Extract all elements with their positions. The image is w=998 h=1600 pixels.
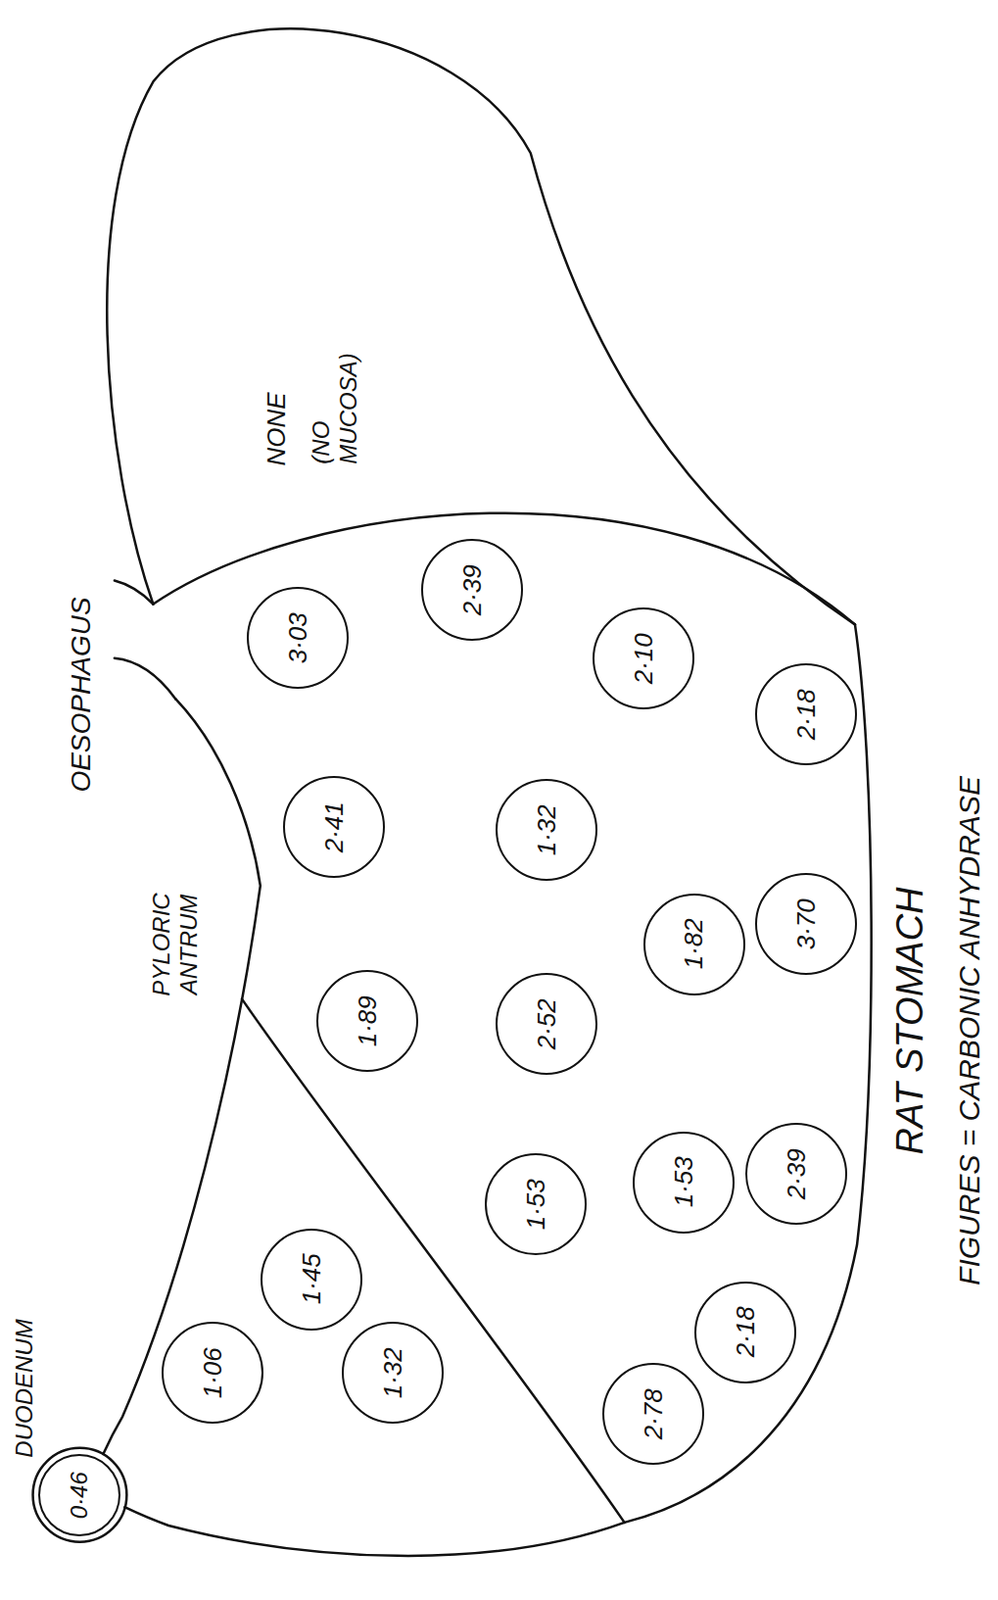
sample-circle: 1·82: [643, 893, 746, 996]
enzyme-value: 2·39: [458, 564, 487, 616]
region-label: (NO MUCOSA): [307, 352, 362, 464]
enzyme-value: 2·39: [781, 1147, 810, 1199]
region-label: PYLORIC ANTRUM: [148, 892, 203, 996]
region-label: NONE: [262, 391, 292, 466]
sample-circle: 2·18: [694, 1281, 797, 1383]
diagram-title: RAT STOMACH: [890, 886, 934, 1154]
sample-circle: 2·10: [592, 607, 695, 710]
enzyme-value: 2·18: [730, 1306, 760, 1358]
enzyme-value: 0·46: [66, 1471, 93, 1519]
sample-circle: 3·03: [246, 586, 349, 689]
enzyme-value: 2·41: [319, 801, 348, 853]
forestomach-outline: [106, 28, 856, 624]
enzyme-value: 1·45: [296, 1252, 326, 1304]
enzyme-value: 2·10: [629, 632, 659, 684]
sample-circle: 1·32: [495, 778, 598, 881]
duodenum-ring: [33, 1447, 128, 1542]
sample-circle: 1·06: [161, 1321, 264, 1424]
sample-circle: 1·53: [632, 1131, 735, 1234]
sample-circle: 1·32: [341, 1321, 444, 1424]
lesser-curvature: [102, 698, 260, 1454]
sample-circle: 2·39: [421, 538, 523, 641]
region-label: OESOPHAGUS: [65, 596, 97, 792]
sample-circle: 2·78: [602, 1362, 705, 1465]
antrum-boundary: [241, 998, 625, 1522]
enzyme-value: 1·32: [532, 804, 562, 856]
enzyme-value: 1·06: [197, 1346, 227, 1398]
enzyme-value: 1·53: [522, 1178, 551, 1230]
enzyme-value: 3·70: [792, 898, 821, 950]
sample-circle: 1·89: [316, 969, 419, 1072]
enzyme-value: 1·53: [669, 1156, 699, 1208]
enzyme-value: 2·78: [639, 1387, 668, 1439]
diagram-caption: FIGURES = CARBONIC ANHYDRASE: [952, 775, 988, 1285]
sample-circle: 2·18: [755, 663, 857, 765]
enzyme-value: 2·18: [792, 688, 821, 740]
enzyme-value: 1·89: [353, 995, 382, 1046]
greater-curvature: [124, 623, 871, 1556]
oesophagus-lower-wall: [114, 658, 176, 700]
sample-circle: 3·70: [755, 872, 857, 975]
duodenum-circle: 0·46: [38, 1453, 121, 1536]
sample-circle: 1·45: [260, 1228, 363, 1331]
sample-circle: 2·39: [745, 1122, 848, 1225]
region-label: DUODENUM: [10, 1318, 39, 1457]
sample-circle: 2·52: [495, 972, 598, 1075]
limiting-ridge: [152, 513, 856, 625]
sample-circle: 1·53: [484, 1152, 587, 1255]
enzyme-value: 1·82: [679, 918, 709, 970]
sample-circle: 2·41: [283, 775, 385, 878]
enzyme-value: 2·52: [532, 998, 562, 1049]
enzyme-value: 3·03: [284, 612, 313, 664]
enzyme-value: 1·32: [379, 1346, 408, 1398]
